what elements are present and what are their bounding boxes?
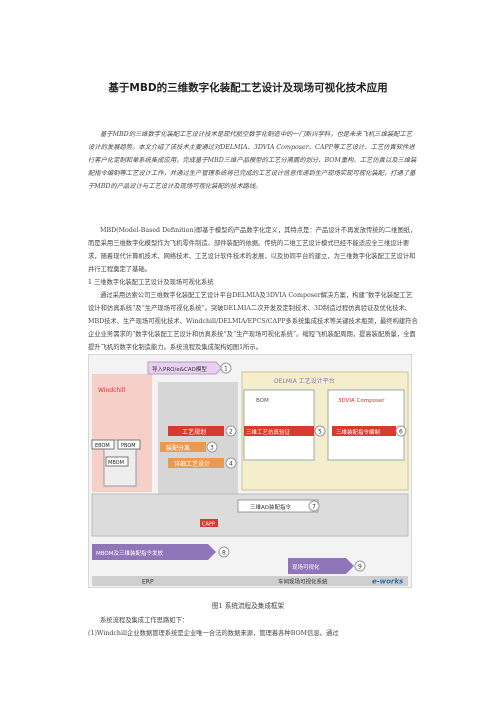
- separation-box: [160, 442, 206, 452]
- process-planning-box: [168, 426, 224, 436]
- instruction-compile-label: 三维装配指令编制: [336, 428, 381, 436]
- capp-ao-label: 三维AO装配指令: [250, 503, 291, 511]
- separation-label: 装配分离: [166, 444, 190, 452]
- simulation-label: 三维工艺仿真验证: [246, 428, 291, 436]
- abstract-text: 基于MBD的三维数字化装配工艺设计技术是现代航空数字化制造中的一门新兴学科，也是…: [88, 131, 417, 191]
- step-6-marker: [395, 425, 407, 437]
- mes-label: 车间现场可视化系统: [278, 578, 328, 586]
- pbom-label: PBOM: [121, 443, 136, 449]
- instruction-compile-box: [332, 426, 396, 436]
- simulation-box: [244, 426, 314, 436]
- erp-bar: [92, 576, 408, 586]
- composer-label: 3DVIA Composer: [338, 398, 385, 404]
- step-3-marker: [206, 441, 218, 453]
- step-9-label: 9: [358, 564, 362, 571]
- capp-tag-label: CAPP: [202, 522, 215, 528]
- step-1-label: 1: [224, 366, 228, 373]
- visualization-label: 现场可视化: [292, 563, 320, 571]
- architecture-diagram: Windchill EBOM PBOM MBOM 导入PRO/e&CAD模型 1…: [87, 353, 413, 589]
- process-intro: 系统流程及集成工作思路如下：: [100, 617, 189, 624]
- erp-label: ERP: [142, 579, 154, 586]
- process-item-1: (1)Windchill企业数据管理系统是企业唯一合法的数据来源，管理着各种BO…: [88, 630, 339, 637]
- body-text: MBD(Model-Based Definition)即基于模型的产品数字化定义…: [88, 224, 418, 354]
- figure-caption: 图1 系统流程及集成框架: [211, 602, 285, 610]
- import-banner-label: 导入PRO/e&CAD模型: [152, 365, 207, 373]
- step-5-marker: [314, 425, 326, 437]
- step-9-marker: [354, 560, 366, 572]
- delmia-label: DELMIA 工艺设计平台: [274, 377, 335, 385]
- mbom-label: MBOM: [108, 460, 124, 466]
- step-3-label: 3: [210, 445, 214, 452]
- import-banner: [147, 361, 223, 375]
- step-4-marker: [225, 457, 237, 469]
- figure-system-architecture: Windchill EBOM PBOM MBOM 导入PRO/e&CAD模型 1…: [87, 353, 413, 589]
- process-planning-label: 工艺规划: [182, 428, 206, 436]
- process-description: 系统流程及集成工作思路如下： (1)Windchill企业数据管理系统是企业唯一…: [88, 614, 418, 640]
- paragraph-mbd: MBD(Model-Based Definition)即基于模型的产品数字化定义…: [88, 227, 417, 273]
- step-4-label: 4: [229, 461, 233, 468]
- step-1-marker: [220, 362, 232, 374]
- step-2-label: 2: [229, 429, 233, 436]
- document-title: 基于MBD的三维数字化装配工艺设计及现场可视化技术应用: [108, 82, 388, 94]
- detail-design-label: 详细工艺设计: [174, 460, 210, 468]
- mbom-box: [105, 456, 129, 467]
- step-7-marker: [308, 500, 320, 512]
- step-8-marker: [218, 546, 230, 558]
- delmia-screenshot: [243, 389, 315, 461]
- pbom-box: [117, 439, 141, 450]
- step-6-label: 6: [399, 429, 403, 436]
- step-2-marker: [225, 425, 237, 437]
- ebom-box: [91, 439, 115, 450]
- ebom-label: EBOM: [95, 443, 110, 449]
- windchill-label: Windchill: [98, 387, 126, 394]
- paragraph-system: 通过采用达索公司三维数字化装配工艺设计平台DELMIA及3DVIA Compos…: [88, 292, 418, 351]
- mbom-release-label: MBOM及三维装配指令发放: [96, 549, 163, 557]
- section-heading: 1 三维数字化装配工艺设计及现场可视化系统: [88, 279, 214, 286]
- step-8-label: 8: [222, 550, 226, 557]
- abstract: 基于MBD的三维数字化装配工艺设计技术是现代航空数字化制造中的一门新兴学科，也是…: [88, 128, 418, 193]
- step-5-label: 5: [318, 429, 322, 436]
- mbom-release-arrow: [92, 544, 216, 560]
- delmia-bom-label: BOM: [256, 398, 269, 404]
- capp-tag: [200, 519, 218, 527]
- eworks-logo: e-works: [372, 578, 403, 586]
- step-7-label: 7: [312, 504, 316, 511]
- visualization-arrow: [288, 558, 354, 574]
- detail-design-box: [168, 458, 224, 468]
- composer-screenshot: [327, 389, 405, 461]
